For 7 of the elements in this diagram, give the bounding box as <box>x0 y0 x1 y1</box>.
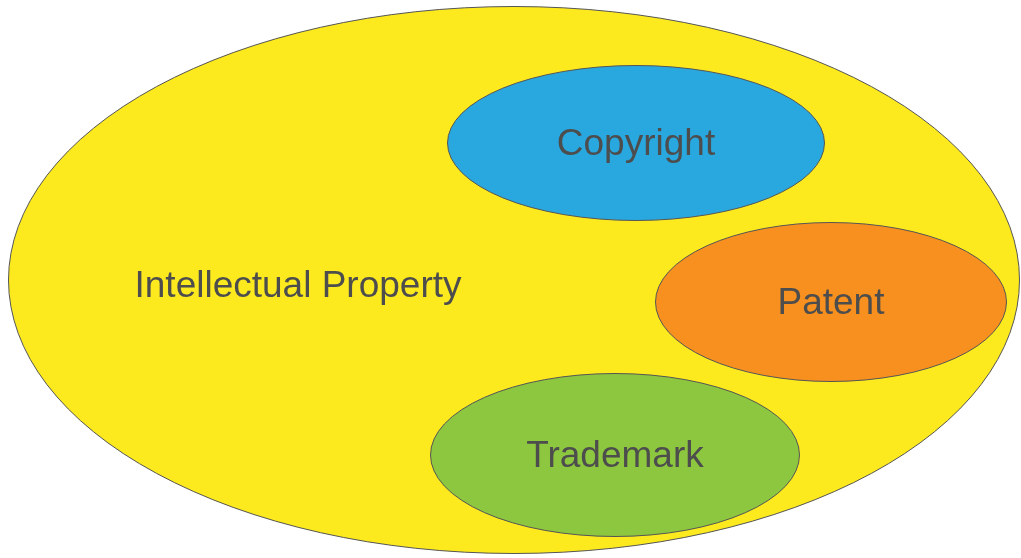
category-label: Intellectual Property <box>134 264 462 306</box>
ellipse-shape <box>430 373 800 537</box>
category-label: Patent <box>777 281 885 323</box>
category-label: Copyright <box>556 122 716 164</box>
category-label: Trademark <box>526 434 704 476</box>
ellipse-shape <box>447 65 825 221</box>
ellipse-shape <box>655 222 1007 382</box>
